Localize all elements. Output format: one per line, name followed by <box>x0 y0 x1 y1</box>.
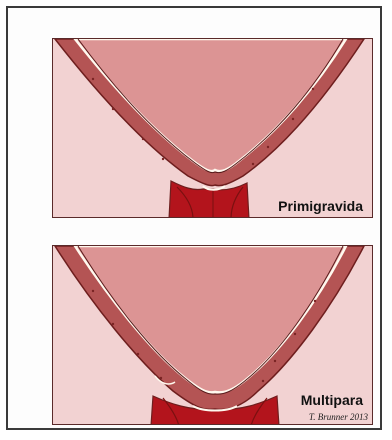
primigravida-panel: Primigravida <box>52 38 373 218</box>
multipara-panel: Multipara T. Brunner 2013 <box>52 245 373 425</box>
primigravida-label: Primigravida <box>275 197 366 215</box>
primigravida-diagram <box>53 39 373 218</box>
multipara-label: Multipara <box>298 391 366 409</box>
figure-frame: Primigravida Multipara T <box>6 6 382 430</box>
artist-signature: T. Brunner 2013 <box>309 412 368 422</box>
